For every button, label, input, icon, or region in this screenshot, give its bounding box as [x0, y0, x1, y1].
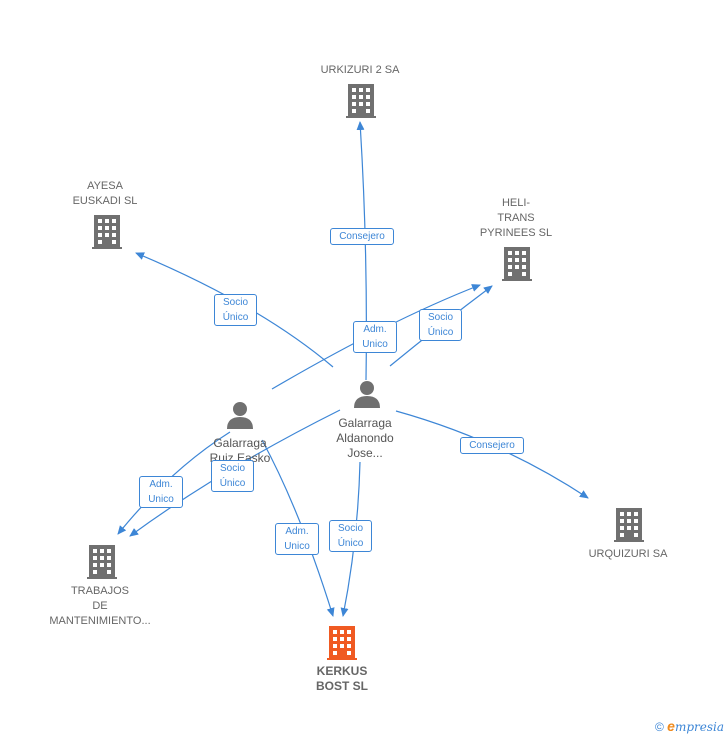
brand-logo-text: mpresia [674, 720, 724, 734]
company-urquizuri[interactable]: URQUIZURI SA [588, 548, 668, 560]
person-ruiz-line1: Galarraga [213, 436, 267, 450]
person-icon [227, 402, 253, 429]
building-icon [87, 545, 117, 579]
building-icon [92, 215, 122, 249]
copyright-icon: © [654, 720, 664, 734]
relation-label-adm-heli: Adm.Unico [353, 321, 397, 353]
company-heli-line3: PYRINEES SL [479, 227, 553, 239]
company-ayesa-line1: AYESA [87, 180, 123, 192]
company-heli-line2: TRANS [497, 212, 535, 224]
relation-label-consejero-urkizuri: Consejero [330, 228, 394, 245]
company-ayesa[interactable]: AYESA EUSKADI SL [45, 179, 165, 209]
building-icon [502, 247, 532, 281]
person-aldanondo-line2: Aldanondo [336, 431, 394, 445]
relation-label-consejero-urquizuri: Consejero [460, 437, 524, 454]
building-icon [327, 626, 357, 660]
company-ayesa-line2: EUSKADI SL [72, 195, 138, 207]
company-trabajos[interactable]: TRABAJOS DE MANTENIMIENTO... [30, 584, 170, 629]
company-kerkus-line2: BOST SL [315, 679, 368, 693]
relation-label-adm-trabajos: Adm.Unico [139, 476, 183, 508]
edge-adm-kerkus [261, 439, 335, 617]
person-aldanondo-line1: Galarraga [338, 416, 392, 430]
brand-footer[interactable]: © empresia [655, 718, 724, 734]
company-heli-trans[interactable]: HELI- TRANS PYRINEES SL [456, 196, 576, 241]
company-trabajos-line1: TRABAJOS [70, 585, 130, 597]
person-aldanondo-line3: Jose... [347, 446, 383, 460]
company-urkizuri[interactable]: URKIZURI 2 SA [320, 64, 400, 76]
company-heli-line1: HELI- [501, 197, 531, 209]
person-aldanondo[interactable]: Galarraga Aldanondo Jose... [305, 416, 425, 461]
brand-logo-e: e [667, 718, 675, 734]
person-icon [354, 381, 380, 408]
company-kerkus[interactable]: KERKUS BOST SL [282, 664, 402, 694]
building-icon [346, 84, 376, 118]
company-trabajos-line3: MANTENIMIENTO... [49, 615, 151, 627]
relation-label-adm-kerkus: Adm.Unico [275, 523, 319, 555]
company-kerkus-line1: KERKUS [316, 664, 368, 678]
company-trabajos-line2: DE [92, 600, 108, 612]
building-icon [614, 508, 644, 542]
